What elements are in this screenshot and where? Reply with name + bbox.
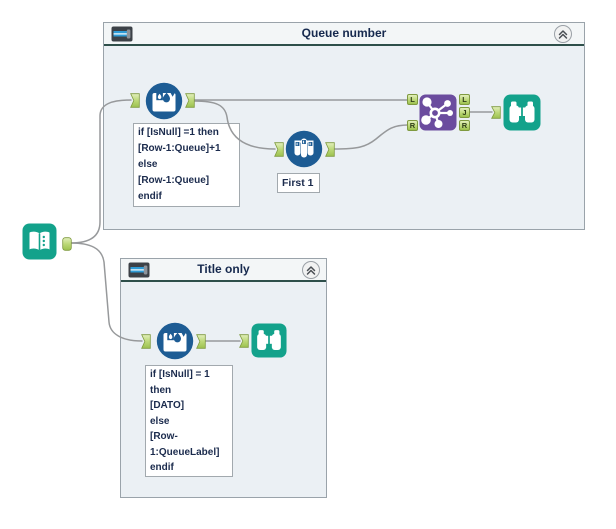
collapse-button[interactable] [302,261,320,279]
droplet-vessel-icon [156,322,194,360]
container-header[interactable]: Title only [121,259,326,282]
network-nodes-icon [419,94,457,131]
droplet-vessel-icon [145,82,183,120]
join-tool[interactable] [419,94,457,136]
input-data-tool[interactable] [22,223,57,265]
binoculars-icon [503,94,541,131]
sample-input-anchor[interactable] [274,142,284,162]
formula2-output-anchor[interactable] [196,334,206,354]
annotation-multirow-formula-title[interactable]: if [IsNull] = 1 then [DATO] else [Row- 1… [145,365,233,477]
formula1-input-anchor[interactable] [130,93,140,113]
join-input-anchor-R[interactable]: R [407,120,418,131]
join-output-anchor-L[interactable]: L [459,94,470,105]
double-chevron-up-icon [558,30,568,39]
join-output-anchor-R[interactable]: R [459,120,470,131]
container-title: Queue number [301,26,387,40]
container-header[interactable]: Queue number [104,23,584,46]
join-input-anchor-L[interactable]: L [407,94,418,105]
browse2-input-anchor[interactable] [239,334,249,353]
container-slider-icon [111,26,133,42]
container-title: Title only [197,262,250,276]
sample-tool[interactable] [285,130,323,173]
annotation-multirow-formula-queue[interactable]: if [IsNull] =1 then [Row-1:Queue]+1 else… [133,123,240,207]
multirow-formula-tool-title[interactable] [156,322,194,365]
formula1-output-anchor[interactable] [185,93,195,113]
browse1-input-anchor[interactable] [491,106,501,124]
binoculars-icon [251,323,287,358]
collapse-button[interactable] [554,25,572,43]
multirow-formula-tool-queue[interactable] [145,82,183,125]
input-data-output-anchor[interactable] [62,237,72,256]
browse-tool-title[interactable] [251,322,287,364]
open-book-icon [22,223,57,260]
formula2-input-anchor[interactable] [141,334,151,354]
join-output-anchor-J[interactable]: J [459,107,470,118]
sample-output-anchor[interactable] [325,142,335,162]
annotation-sample-first[interactable]: First 1 [277,173,320,193]
double-chevron-up-icon [306,266,316,275]
browse-tool-queue[interactable] [503,94,541,136]
test-tubes-icon [285,130,323,168]
